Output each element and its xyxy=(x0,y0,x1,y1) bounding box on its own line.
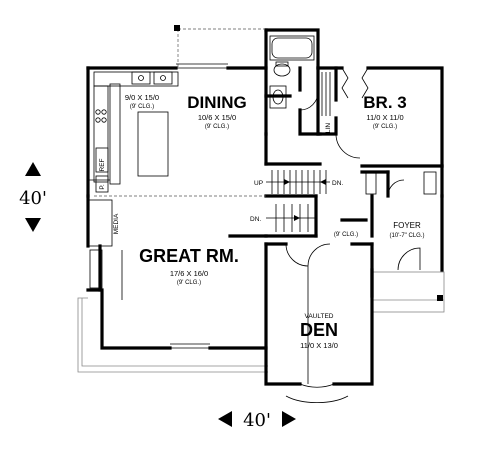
up-arrow-icon xyxy=(25,162,41,176)
bath-fixtures xyxy=(269,35,369,159)
stairs xyxy=(266,170,437,232)
stair-down-label: DN. xyxy=(332,180,343,187)
great-room-fixtures xyxy=(87,179,123,300)
kitchen-cabinets xyxy=(93,71,266,197)
den-label: DEN xyxy=(300,320,338,340)
vertical-dimension: 40' xyxy=(19,188,47,209)
foyer-ceiling: (10'-7" CLG.) xyxy=(390,233,425,239)
great-room-dims: 17/6 X 16/0 xyxy=(170,269,208,278)
br3-ceiling: (9' CLG.) xyxy=(373,124,397,130)
kitchen-ceiling: (9' CLG.) xyxy=(130,104,154,110)
den-dims: 11/0 X 13/0 xyxy=(300,341,338,350)
stair-ceiling: (9' CLG.) xyxy=(334,232,358,238)
linen-label: LIN xyxy=(325,123,332,133)
basement-stair-label: DN. xyxy=(250,216,261,223)
walls xyxy=(86,28,444,386)
dining-label: DINING xyxy=(187,93,247,112)
great-room-ceiling: (9' CLG.) xyxy=(177,280,201,286)
ref-label: REF xyxy=(99,158,106,171)
den-vaulted: VAULTED xyxy=(304,313,333,320)
canopy-post xyxy=(174,25,180,31)
right-arrow-icon xyxy=(282,411,296,427)
left-arrow-icon xyxy=(218,411,232,427)
pantry-label: P. xyxy=(99,184,106,189)
kitchen-island xyxy=(137,111,169,177)
horizontal-dimension: 40' xyxy=(243,410,271,431)
down-arrow-icon xyxy=(25,218,41,232)
dining-ceiling: (9' CLG.) xyxy=(205,124,229,130)
doors xyxy=(170,63,421,404)
foyer-label: FOYER xyxy=(393,221,421,230)
porch-post xyxy=(437,295,443,301)
great-room-label: GREAT RM. xyxy=(139,246,239,266)
dining-dims: 10/6 X 15/0 xyxy=(198,113,236,122)
media-label: MEDIA xyxy=(113,213,120,234)
stair-up-label: UP xyxy=(254,180,263,187)
br3-dims: 11/0 X 11/0 xyxy=(366,113,403,122)
kitchen-dims: 9/0 X 15/0 xyxy=(125,93,159,102)
br3-label: BR. 3 xyxy=(363,93,406,112)
site-outline xyxy=(77,25,445,373)
labels: 9/0 X 15/0 (9' CLG.) DINING 10/6 X 15/0 … xyxy=(99,93,424,350)
dimension-markers: 40' 40' xyxy=(19,162,296,431)
